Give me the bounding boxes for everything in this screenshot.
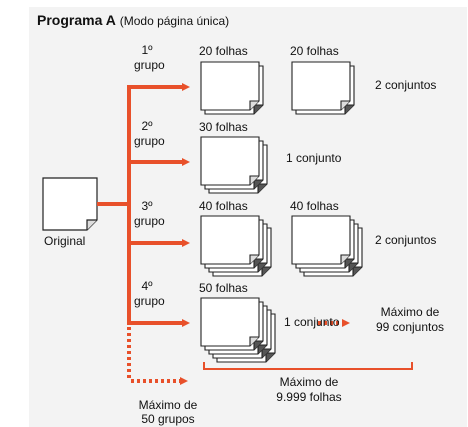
group-3-number: 3º — [141, 199, 153, 213]
group-4-label: grupo — [134, 294, 165, 308]
group-1-stack1-label: 20 folhas — [199, 44, 248, 58]
original-sheet-icon — [42, 177, 98, 231]
max-sets-line1: Máximo de — [380, 305, 440, 319]
group-4-stack-1 — [200, 297, 276, 363]
group-4-stack1-label: 50 folhas — [199, 281, 248, 295]
group-4-number: 4º — [141, 279, 153, 293]
original-label: Original — [44, 234, 86, 248]
paper-fold — [340, 100, 350, 110]
diagram-title: Programa A (Modo página única) — [37, 12, 229, 29]
group-3-stack-2 — [291, 215, 363, 277]
paper-fold — [265, 352, 275, 362]
group-3-stack-1 — [200, 215, 272, 277]
paper-fold — [249, 175, 259, 185]
title-bold: Programa A — [37, 12, 116, 28]
title-subtitle: (Modo página única) — [119, 14, 230, 28]
group-4-result: 1 conjunto — [284, 315, 340, 329]
max-sets-line2: 99 conjuntos — [375, 320, 445, 334]
max-sheets-line2: 9.999 folhas — [276, 390, 342, 404]
paper-fold — [249, 254, 259, 264]
group-1-number: 1º — [141, 43, 153, 57]
group-1-stack2-label: 20 folhas — [290, 44, 339, 58]
max-sheets-bracket — [203, 362, 413, 370]
paper-fold — [249, 100, 259, 110]
group-2-number: 2º — [141, 119, 153, 133]
paper-fold — [352, 266, 362, 276]
group-2-label: grupo — [134, 134, 165, 148]
max-groups-line1: Máximo de — [138, 398, 198, 412]
max-groups-line2: 50 grupos — [141, 412, 195, 426]
group-3-result: 2 conjuntos — [375, 233, 437, 247]
max-sheets-line1: Máximo de — [279, 375, 339, 389]
paper-fold — [257, 183, 267, 193]
group-2-result: 1 conjunto — [286, 151, 342, 165]
group-1-stack-1 — [200, 61, 264, 115]
paper-fold — [249, 336, 259, 346]
paper-fold — [340, 254, 350, 264]
group-1-result: 2 conjuntos — [375, 78, 437, 92]
group-3-label: grupo — [134, 214, 165, 228]
group-2-stack-1 — [200, 136, 268, 194]
group-3-stack2-label: 40 folhas — [290, 199, 339, 213]
group-2-stack1-label: 30 folhas — [199, 120, 248, 134]
group-1-label: grupo — [134, 58, 165, 72]
paper-fold — [261, 266, 271, 276]
group-1-stack-2 — [291, 61, 355, 115]
group-3-stack1-label: 40 folhas — [199, 199, 248, 213]
